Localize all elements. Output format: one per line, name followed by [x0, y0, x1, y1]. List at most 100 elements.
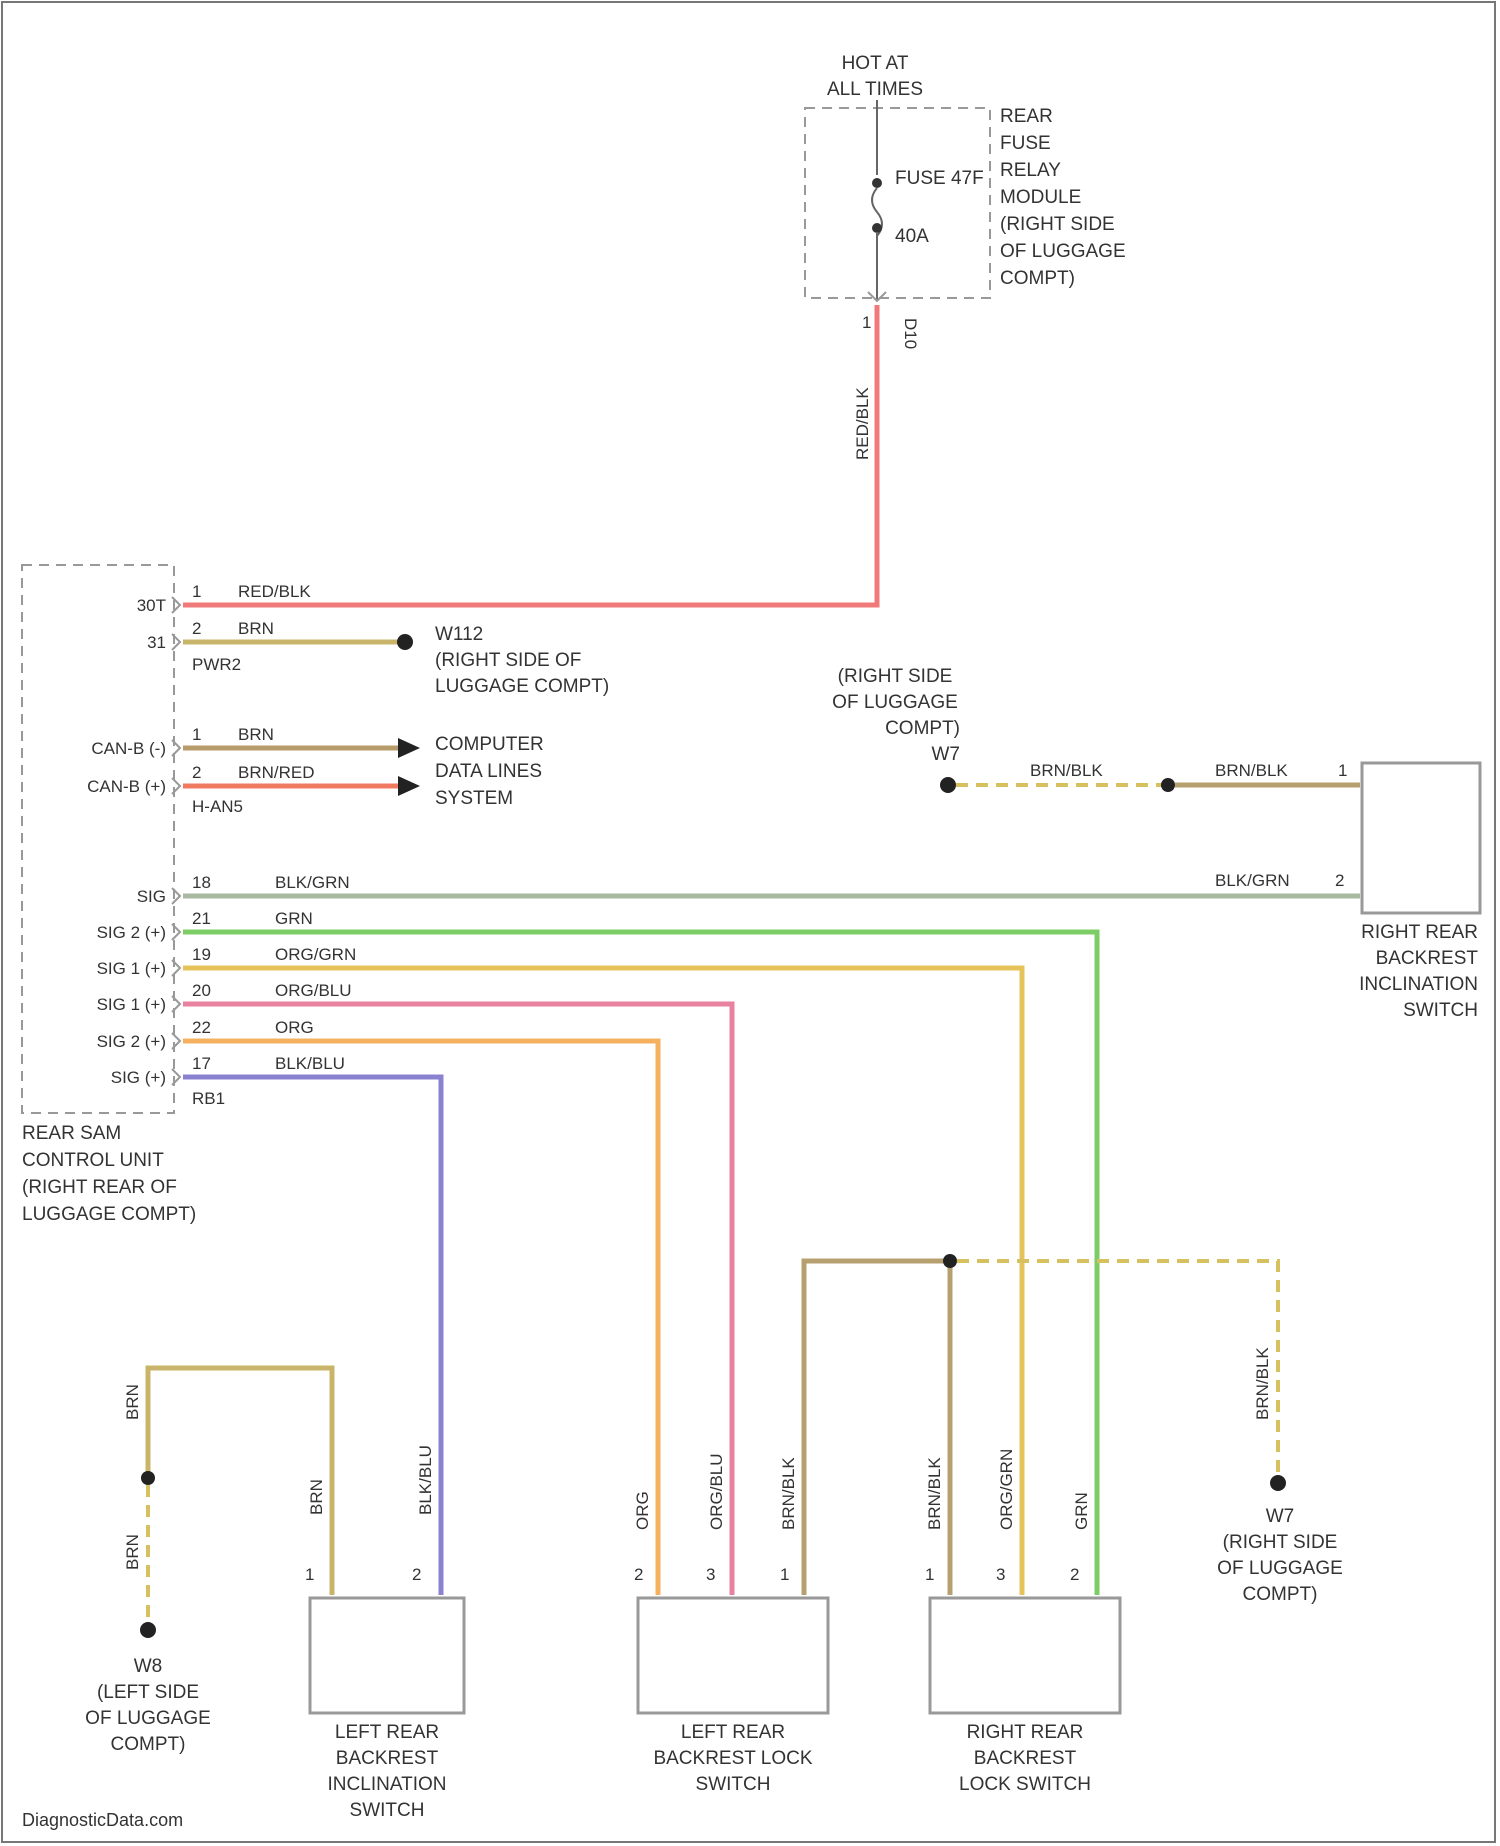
fuse-terminal-bottom	[872, 223, 882, 233]
ground-dot-w8	[140, 1622, 156, 1638]
right-lock-switch-label: RIGHT REAR BACKREST LOCK SWITCH	[959, 1722, 1091, 1795]
left-incl-line-4: SWITCH	[350, 1800, 425, 1821]
pin-name: SIG 1 (+)	[97, 995, 166, 1014]
ground-dot-w7-bottom	[1270, 1475, 1286, 1491]
pin-connector-mark	[172, 778, 180, 794]
left-lock-line-3: SWITCH	[696, 1774, 771, 1795]
can-dest-3: SYSTEM	[435, 788, 513, 809]
left-lock-pin-3: 1	[780, 1565, 789, 1584]
ground-w112-label: W112 (RIGHT SIDE OF LUGGAGE COMPT)	[435, 624, 609, 697]
pin-number: 1	[192, 582, 201, 601]
pin-number: 20	[192, 981, 211, 1000]
fuse-module-label-2: FUSE	[1000, 133, 1051, 154]
left-lock-switch-box	[638, 1598, 828, 1713]
right-incl-pin-2: 2	[1335, 871, 1344, 890]
wire-label-right-incl-2: BLK/GRN	[1215, 871, 1290, 890]
right-lock-wire-3: GRN	[1072, 1492, 1091, 1530]
w8-line-2: (LEFT SIDE	[97, 1682, 199, 1703]
right-lock-wire-1: BRN/BLK	[925, 1457, 944, 1530]
left-lock-pin-2: 3	[706, 1565, 715, 1584]
w112-line-1: W112	[435, 624, 483, 645]
connector-pwr2: PWR2	[192, 655, 241, 674]
left-incl-switch-box	[310, 1598, 464, 1713]
pin-wire-label: BRN	[238, 725, 274, 744]
hot-at-line-1: HOT AT	[842, 53, 909, 74]
can-dest-1: COMPUTER	[435, 734, 544, 755]
fuse-terminal-top	[872, 178, 882, 188]
pin-number: 18	[192, 873, 211, 892]
left-lock-pin-1: 2	[634, 1565, 643, 1584]
control-unit-label-4: LUGGAGE COMPT)	[22, 1204, 196, 1225]
left-incl-pin-1: 1	[305, 1565, 314, 1584]
fuse-pin-left: 1	[862, 313, 871, 332]
right-incl-switch-box	[1362, 763, 1480, 913]
left-incl-wire-1: BRN	[307, 1479, 326, 1515]
pin-name: SIG 1 (+)	[97, 959, 166, 978]
right-incl-line-1: RIGHT REAR	[1361, 922, 1478, 943]
wire-label-right-incl-1: BRN/BLK	[1215, 761, 1288, 780]
hot-at-line-2: ALL TIMES	[827, 79, 923, 100]
arrow-can-b-plus	[398, 776, 420, 796]
ground-dot-w112	[397, 634, 413, 650]
pin-wire-label: BLK/BLU	[275, 1054, 345, 1073]
wire-label-w7-top: BRN/BLK	[1030, 761, 1103, 780]
pin-wire-label: ORG/GRN	[275, 945, 356, 964]
ground-dot-w7-top	[940, 777, 956, 793]
right-lock-pin-3: 2	[1070, 1565, 1079, 1584]
fuse-module-label-7: COMPT)	[1000, 268, 1075, 289]
wire-label-fuse-feed: RED/BLK	[853, 387, 872, 460]
pin-wire-label: BLK/GRN	[275, 873, 350, 892]
w7-top-line-4: W7	[932, 744, 961, 765]
fuse-amps: 40A	[895, 226, 929, 247]
connector-han5: H-AN5	[192, 797, 243, 816]
pin-connector-mark	[172, 1033, 180, 1049]
left-lock-wire-3: BRN/BLK	[779, 1457, 798, 1530]
wire-brn-left-incl	[148, 1368, 332, 1595]
wire-red-blk-feed	[183, 305, 877, 605]
pin-wire-label: ORG/BLU	[275, 981, 352, 1000]
w8-line-1: W8	[134, 1656, 163, 1677]
connector-rb1: RB1	[192, 1089, 225, 1108]
pin-name: 31	[147, 633, 166, 652]
w7-bottom-line-1: W7	[1266, 1506, 1295, 1527]
ground-w7-top-label: (RIGHT SIDE OF LUGGAGE COMPT) W7	[832, 666, 960, 765]
left-lock-wire-2: ORG/BLU	[707, 1453, 726, 1530]
fuse-module-label-1: REAR	[1000, 106, 1053, 127]
pin-name: SIG	[137, 887, 166, 906]
wire-brn-blk-lock-bridge	[804, 1261, 950, 1595]
fuse-module-label-6: OF LUGGAGE	[1000, 241, 1126, 262]
splice-right-incl	[1161, 778, 1175, 792]
w7-top-line-2: OF LUGGAGE	[832, 692, 958, 713]
wire-label-left-ground-2: BRN	[123, 1534, 142, 1570]
fuse-module-label-4: MODULE	[1000, 187, 1081, 208]
pin-name: CAN-B (-)	[91, 739, 166, 758]
ground-w8-label: W8 (LEFT SIDE OF LUGGAGE COMPT)	[85, 1656, 211, 1755]
left-incl-wire-2: BLK/BLU	[416, 1445, 435, 1515]
pin-connector-mark	[172, 740, 180, 756]
fuse-module-outline	[805, 108, 990, 298]
w112-line-2: (RIGHT SIDE OF	[435, 650, 581, 671]
arrow-can-b-minus	[398, 738, 420, 758]
left-incl-switch-label: LEFT REAR BACKREST INCLINATION SWITCH	[328, 1722, 447, 1821]
fuse-module-label-3: RELAY	[1000, 160, 1061, 181]
w8-line-4: COMPT)	[111, 1734, 186, 1755]
right-incl-line-3: INCLINATION	[1359, 974, 1478, 995]
right-lock-wire-2: ORG/GRN	[997, 1449, 1016, 1530]
pin-number: 1	[192, 725, 201, 744]
pin-name: SIG 2 (+)	[97, 923, 166, 942]
pin-number: 17	[192, 1054, 211, 1073]
left-incl-line-1: LEFT REAR	[335, 1722, 439, 1743]
left-incl-line-2: BACKREST	[336, 1748, 439, 1769]
right-incl-line-4: SWITCH	[1403, 1000, 1478, 1021]
pin-number: 22	[192, 1018, 211, 1037]
pin-number: 2	[192, 619, 201, 638]
w112-line-3: LUGGAGE COMPT)	[435, 676, 609, 697]
wire-blk-blu-sig	[183, 1077, 441, 1595]
wire-label-w7-bottom: BRN/BLK	[1253, 1347, 1272, 1420]
wire-label-left-ground-1: BRN	[123, 1384, 142, 1420]
right-lock-switch-box	[930, 1598, 1120, 1713]
splice-left-incl	[141, 1471, 155, 1485]
ground-w7-bottom-label: W7 (RIGHT SIDE OF LUGGAGE COMPT)	[1217, 1506, 1343, 1605]
right-lock-line-1: RIGHT REAR	[967, 1722, 1084, 1743]
wire-w7-bottom-dashed	[957, 1261, 1278, 1480]
